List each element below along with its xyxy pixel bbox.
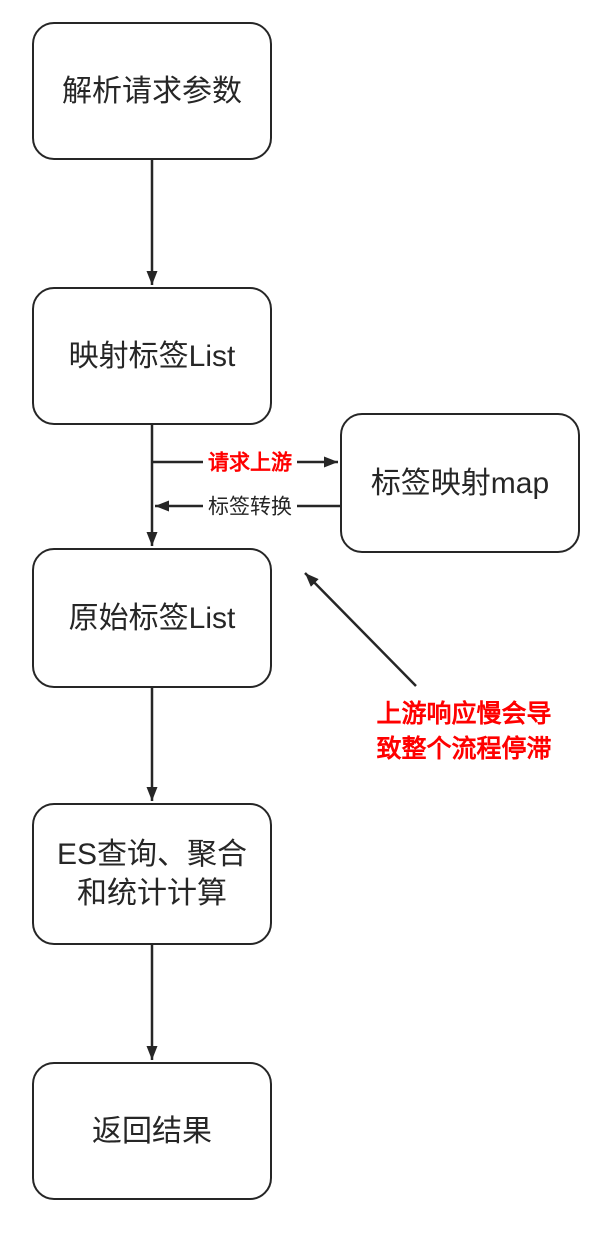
annotation-upstream-slow-warning: 上游响应慢会导 致整个流程停滞 xyxy=(366,697,562,767)
node-label: 标签映射map xyxy=(370,466,550,500)
node-label: 原始标签List xyxy=(68,601,236,635)
annotation-line: 致整个流程停滞 xyxy=(376,735,552,763)
annotation-line: 上游响应慢会导 xyxy=(376,700,552,728)
node-return-result: 返回结果 xyxy=(32,1062,272,1200)
node-label: 解析请求参数 xyxy=(62,74,242,108)
node-label: ES查询、聚合 xyxy=(56,838,248,871)
node-tag-mapping-map: 标签映射map xyxy=(340,413,580,553)
node-label: 和统计计算 xyxy=(77,877,227,910)
node-mapped-tag-list: 映射标签List xyxy=(32,287,272,425)
edge-label-request-upstream: 请求上游 xyxy=(203,450,297,476)
node-es-query-aggregation: ES查询、聚合 和统计计算 xyxy=(32,803,272,945)
arrow-annotation xyxy=(304,572,417,687)
edge-label-tag-convert: 标签转换 xyxy=(203,494,297,520)
node-parse-request-params: 解析请求参数 xyxy=(32,22,272,160)
node-label: 映射标签List xyxy=(68,339,236,373)
node-original-tag-list: 原始标签List xyxy=(32,548,272,688)
node-label: 返回结果 xyxy=(92,1114,212,1148)
